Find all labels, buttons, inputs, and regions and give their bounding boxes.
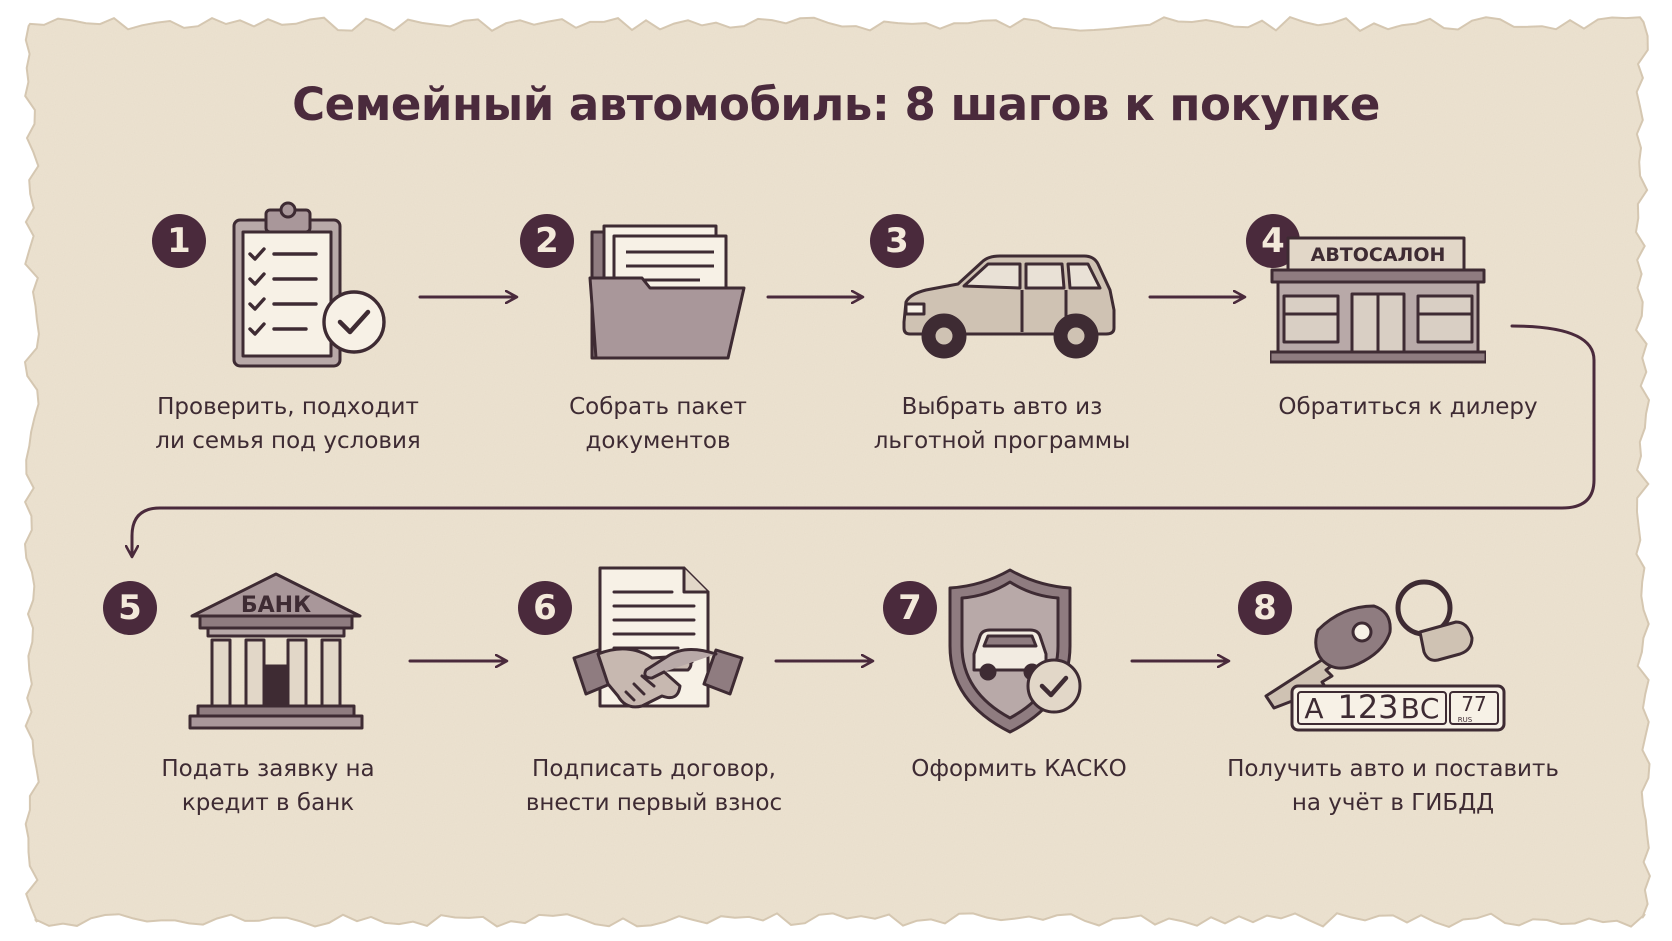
plate-letters2: ВС [1401, 692, 1440, 725]
bank-building-icon: БАНК [188, 572, 364, 730]
plate-country: RUS [1458, 716, 1473, 724]
step-5-label: Подать заявку на кредит в банк [161, 756, 375, 816]
insurance-shield-icon [948, 568, 1082, 734]
bank-sign-text: БАНК [241, 593, 311, 618]
car-dealership-icon: АВТОСАЛОН [1270, 236, 1486, 364]
step-7-badge: 7 [883, 581, 937, 635]
step-4-label: Обратиться к дилеру [1278, 394, 1538, 420]
plate-region: 77 [1461, 692, 1486, 716]
contract-handshake-icon [572, 566, 744, 709]
arrow-4-5 [132, 324, 1596, 556]
step-2-badge: 2 [520, 214, 574, 268]
plate-letter1: А [1304, 692, 1323, 725]
step-5-badge: 5 [103, 581, 157, 635]
plate-digits: 123 [1337, 688, 1398, 726]
step-1-label: Проверить, подходит ли семья под условия [155, 394, 421, 454]
step-8-label: Получить авто и поставить на учёт в ГИБД… [1227, 756, 1559, 816]
step-7-label: Оформить КАСКО [911, 756, 1127, 782]
step-1-badge: 1 [152, 214, 206, 268]
page-title: Семейный автомобиль: 8 шагов к покупке [292, 78, 1380, 131]
step-6-label: Подписать договор, внести первый взнос [525, 756, 783, 816]
step-3-badge: 3 [870, 214, 924, 268]
step-3-label: Выбрать авто из льготной программы [873, 394, 1131, 454]
step-6-badge: 6 [518, 581, 572, 635]
step-2-label: Собрать пакет документов [569, 394, 747, 454]
dealership-sign-text: АВТОСАЛОН [1311, 244, 1446, 266]
clipboard-checklist-icon [232, 201, 386, 368]
suv-car-icon [902, 254, 1116, 359]
document-folder-icon [588, 224, 746, 360]
step-8-badge: 8 [1238, 581, 1292, 635]
car-keys-plate-icon: А 123 ВС 77 RUS [1264, 579, 1506, 732]
